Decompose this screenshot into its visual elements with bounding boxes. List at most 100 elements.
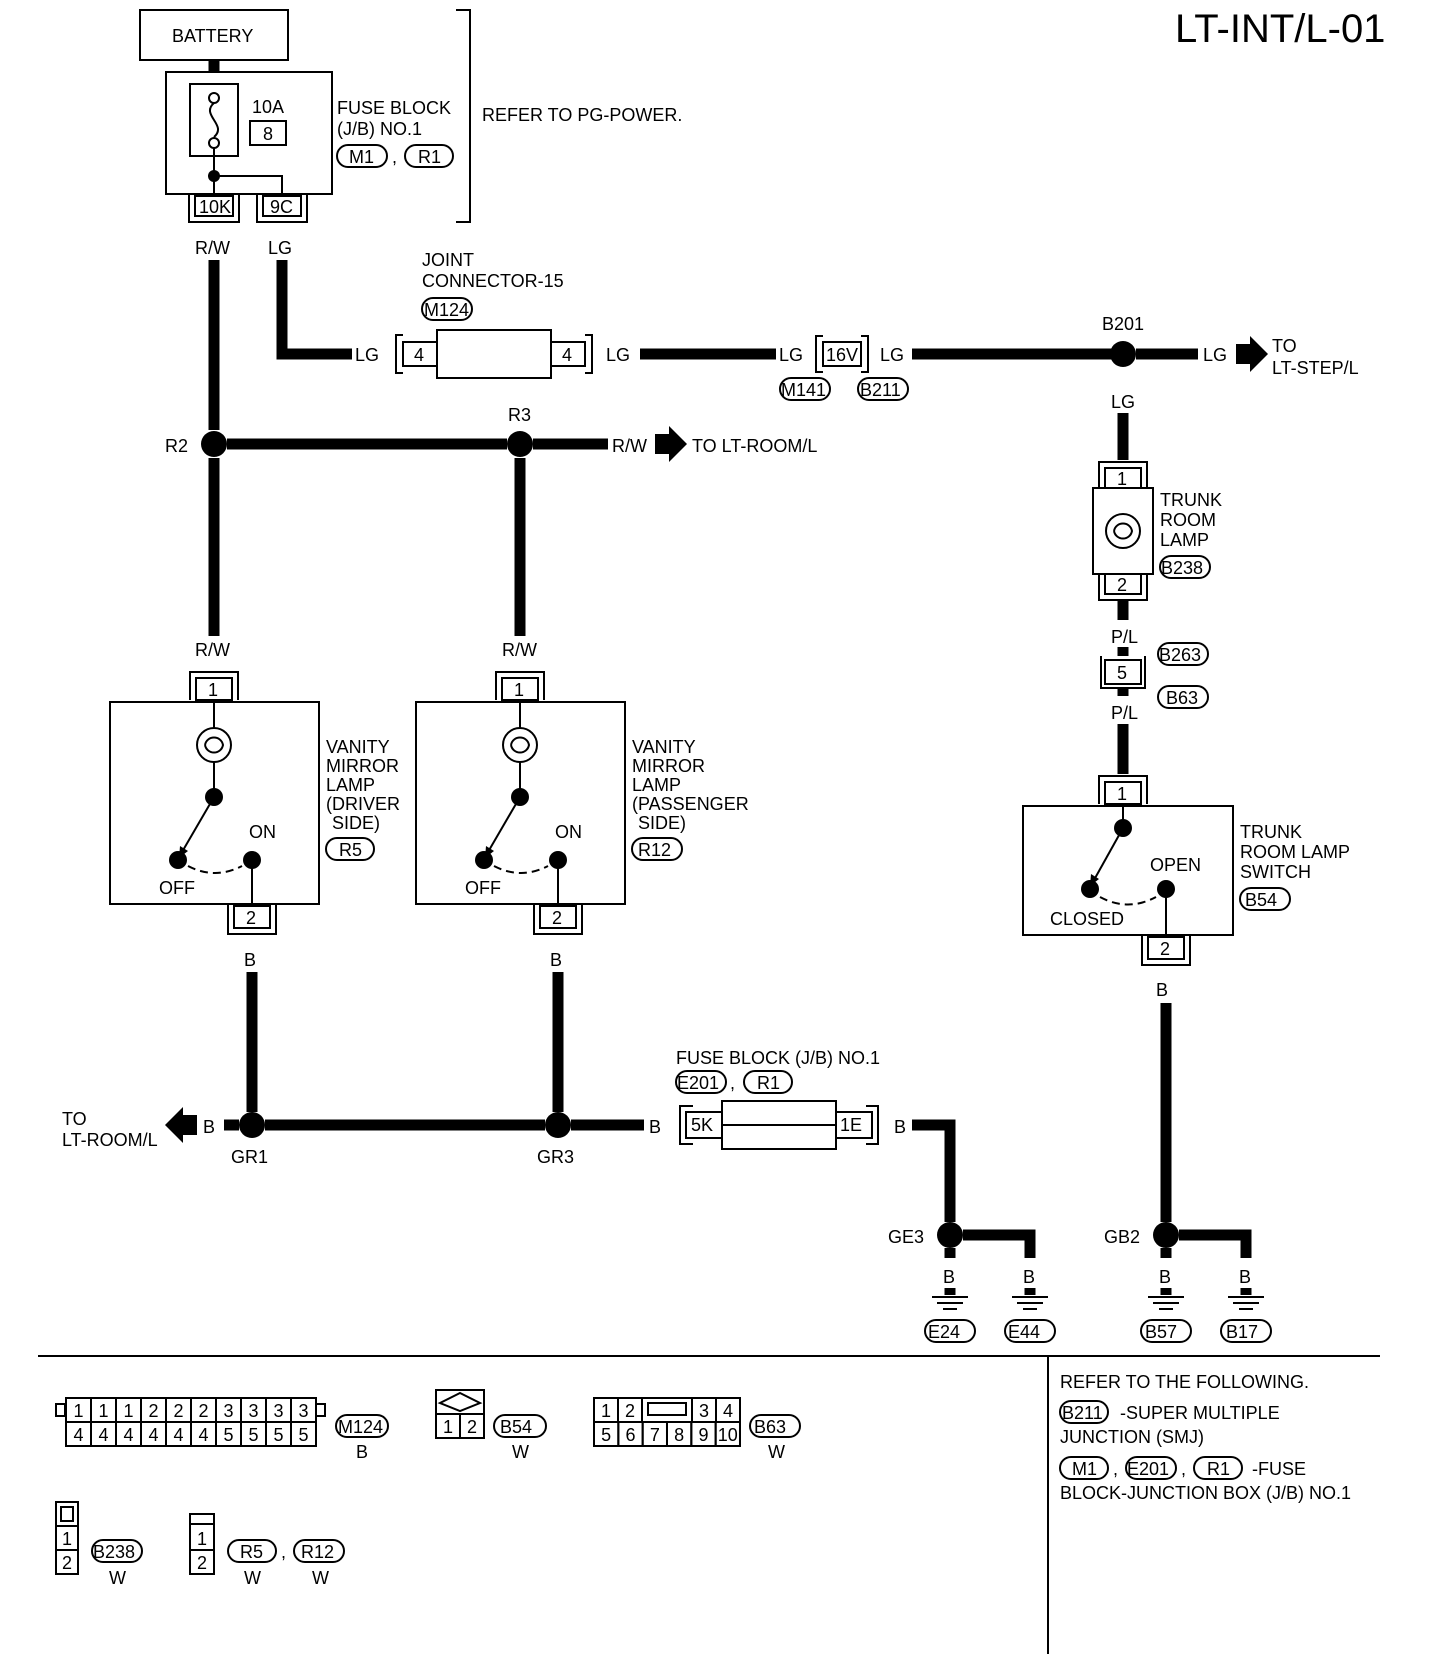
- wire-color: B: [1239, 1267, 1251, 1287]
- connector-tag: [1059, 1400, 1109, 1424]
- legend-color: W: [109, 1568, 126, 1588]
- splice-r2: [201, 431, 227, 457]
- legend-pin: 3: [699, 1401, 709, 1421]
- terminal-bracket: [188, 194, 240, 223]
- pin-box: [1147, 936, 1185, 960]
- vanity-passenger-label: LAMP: [632, 775, 681, 795]
- ground-symbol-icon: [932, 1296, 968, 1310]
- ground-id: B17: [1226, 1322, 1258, 1342]
- legend-color: W: [312, 1568, 329, 1588]
- legend-pin: 1: [73, 1401, 83, 1421]
- wire-color: B: [550, 950, 562, 970]
- splice-gr1: [239, 1112, 265, 1138]
- pin-label: 1: [514, 680, 524, 700]
- connector-id: R5: [339, 840, 362, 860]
- connector-bracket: [1098, 775, 1148, 804]
- legend-pin: 5: [248, 1425, 258, 1445]
- wire-color: LG: [355, 345, 379, 365]
- fuse-amp: 10A: [252, 97, 284, 117]
- pin-label: 2: [1160, 939, 1170, 959]
- legend-pin: 2: [148, 1401, 158, 1421]
- wire-b: [1179, 1229, 1252, 1258]
- connector-tag: [91, 1539, 143, 1563]
- connector-tag: [1140, 1319, 1192, 1343]
- legend-pin: 1: [62, 1529, 72, 1549]
- trunk-switch-body: [1022, 805, 1234, 936]
- inline-pin: 16V: [826, 345, 858, 365]
- wire-color: R/W: [195, 238, 230, 258]
- legend-pin: 3: [273, 1401, 283, 1421]
- page-title: LT-INT/L-01: [1175, 7, 1385, 51]
- splice-label: R3: [508, 405, 531, 425]
- terminal-bracket: [866, 1105, 879, 1145]
- connector-id: B238: [1161, 558, 1203, 578]
- switch-closed-label: CLOSED: [1050, 909, 1124, 929]
- wire-color: B: [1156, 980, 1168, 1000]
- pin-box: [1104, 781, 1142, 805]
- joint-label: JOINT: [422, 250, 474, 270]
- legend-pin: 3: [298, 1401, 308, 1421]
- switch-on-label: ON: [249, 822, 276, 842]
- wire-color: R/W: [502, 640, 537, 660]
- fuse-terminal: [208, 137, 220, 149]
- inline-bracket: [861, 335, 869, 373]
- refer-heading: REFER TO THE FOLLOWING.: [1060, 1372, 1309, 1392]
- connector-tag: [1159, 555, 1211, 579]
- legend-pin: 4: [73, 1425, 83, 1445]
- connector-id: R1: [418, 147, 441, 167]
- connector-tag: [675, 1070, 727, 1094]
- vanity-passenger-label: SIDE): [638, 813, 686, 833]
- wire-color: B: [943, 1267, 955, 1287]
- switch-travel: [1099, 896, 1157, 906]
- wire-color: B: [894, 1117, 906, 1137]
- inline-pin-box: [822, 341, 862, 367]
- refer-pg-power: REFER TO PG-POWER.: [482, 105, 682, 125]
- vanity-driver-label: VANITY: [326, 737, 390, 757]
- splice-label: GR1: [231, 1147, 268, 1167]
- wire-color: P/L: [1111, 627, 1138, 647]
- fuse-block-top: [165, 71, 333, 195]
- pin-box: [539, 905, 577, 929]
- connector-tag: [857, 377, 909, 401]
- legend-pin: 8: [674, 1425, 684, 1445]
- splice-b201: [1110, 341, 1136, 367]
- legend-pin: 2: [173, 1401, 183, 1421]
- legend-id: M124: [338, 1417, 383, 1437]
- switch-off-label: OFF: [465, 878, 501, 898]
- pin-label: 2: [552, 908, 562, 928]
- inline-bracket: [815, 335, 823, 373]
- switch-travel: [187, 865, 243, 874]
- terminal-1e: 1E: [840, 1115, 862, 1135]
- wire-color: LG: [1203, 345, 1227, 365]
- connector-face-b238: [55, 1501, 79, 1575]
- joint-bracket: [585, 334, 593, 374]
- joint-pin-box: [550, 341, 586, 367]
- connector-tag: [743, 1070, 793, 1094]
- connector-tag: [1157, 642, 1209, 666]
- separator: ,: [1181, 1459, 1186, 1479]
- joint-connector-body: [436, 329, 552, 379]
- pin-box: [195, 677, 233, 701]
- switch-open-label: OPEN: [1150, 855, 1201, 875]
- wire-b: [963, 1229, 1036, 1258]
- legend-pin: 1: [601, 1401, 611, 1421]
- lamp-bulb-icon: [502, 727, 538, 763]
- joint-bracket: [395, 334, 403, 374]
- pin-label: 1: [1117, 784, 1127, 804]
- wire-color: B: [1023, 1267, 1035, 1287]
- terminal-bracket: [679, 1105, 693, 1145]
- fuse-block-label: (J/B) NO.1: [337, 119, 422, 139]
- connector-tag: [1125, 1456, 1177, 1480]
- legend-pin: 7: [650, 1425, 660, 1445]
- wire-color: R/W: [612, 436, 647, 456]
- switch-contact-off: [475, 851, 493, 869]
- legend-id: B63: [754, 1417, 786, 1437]
- vanity-passenger-label: (PASSENGER: [632, 794, 749, 814]
- splice-r3: [507, 431, 533, 457]
- connector-tag: [1157, 685, 1209, 709]
- legend-pin: 3: [248, 1401, 258, 1421]
- wire-color: LG: [880, 345, 904, 365]
- legend-id: B238: [93, 1542, 135, 1562]
